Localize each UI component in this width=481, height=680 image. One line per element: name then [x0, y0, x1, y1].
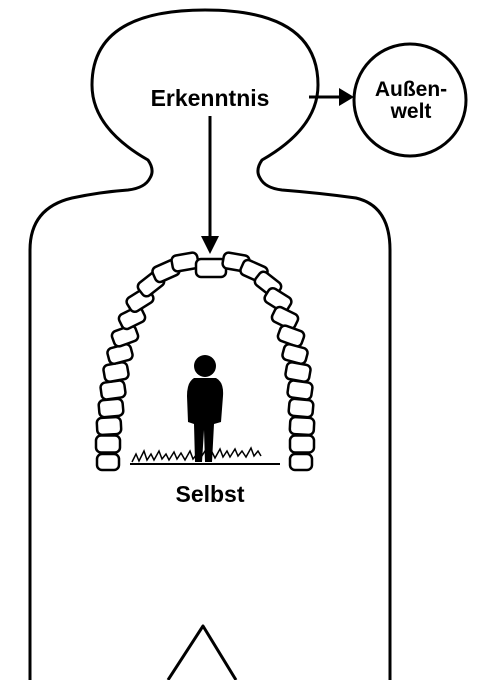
- arch-stone: [97, 454, 119, 470]
- outer-world-label-line1: Außen-: [375, 78, 447, 101]
- arch-stone: [97, 417, 122, 435]
- standing-person-icon: [187, 355, 223, 462]
- legs-gap: [168, 626, 236, 680]
- arrow-to-self: [201, 116, 219, 254]
- knowledge-label: Erkenntnis: [151, 85, 270, 111]
- arch-stone: [290, 417, 315, 435]
- self-label: Selbst: [175, 481, 244, 507]
- arch-stone: [290, 454, 312, 470]
- arch-stone: [98, 398, 123, 417]
- arch-stone: [288, 398, 313, 417]
- outer-world-label-line2: welt: [390, 100, 432, 123]
- arch-stone: [287, 380, 313, 400]
- arch-stone: [196, 259, 226, 277]
- arch-stone: [103, 362, 130, 383]
- arch-stone: [290, 436, 314, 453]
- arch-stone: [96, 436, 120, 453]
- arch-stone: [285, 362, 312, 383]
- arch-stone: [100, 380, 126, 400]
